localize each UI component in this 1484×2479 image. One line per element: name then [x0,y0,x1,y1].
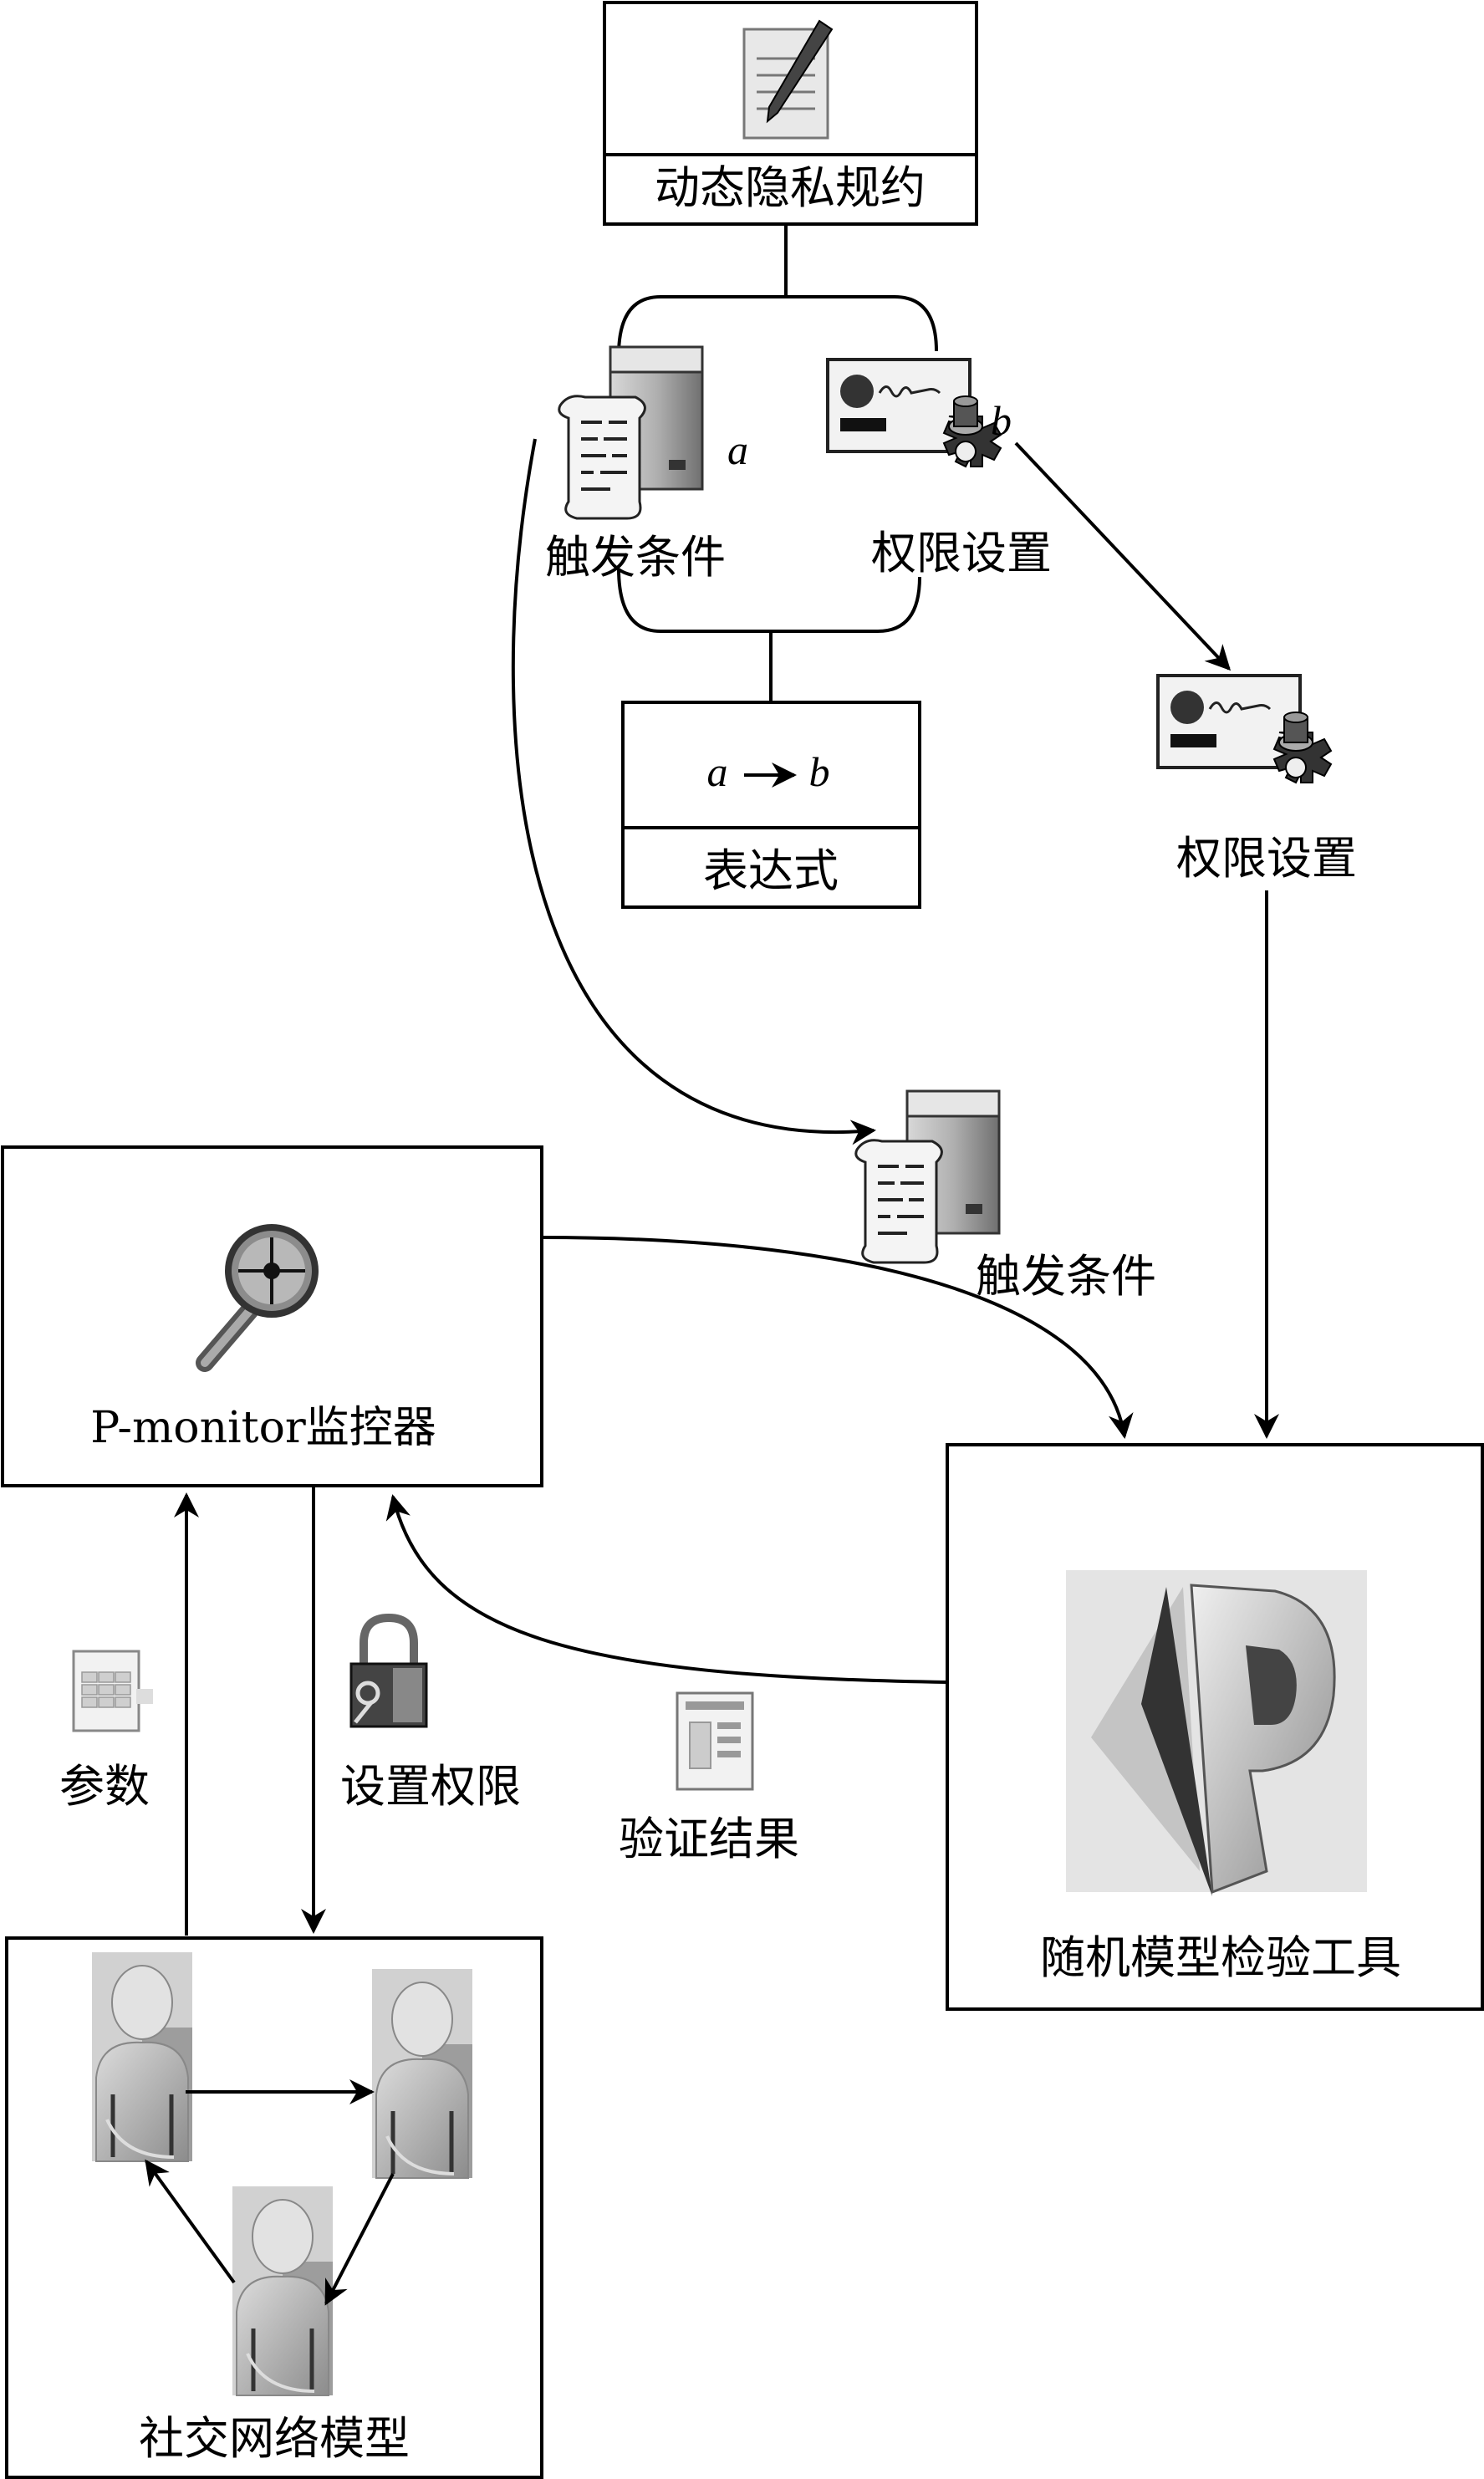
checker-box-label: 随机模型检验工具 [1040,1931,1401,1984]
prism-p-logo-icon [1066,1570,1367,1896]
magnifier-icon [196,1224,319,1372]
trigger-top-label: 触发条件 [545,531,726,584]
monitor-box: P-monitor监控器 [1,1145,543,1487]
server-scroll-icon [854,1089,1001,1264]
spec-bracket [617,224,938,702]
arrow-user2-to-user3 [324,2173,395,2306]
set-permission-label: 设置权限 [340,1760,521,1813]
trigger-top: a 触发条件 [545,345,748,584]
params-label: 参数 [59,1760,150,1813]
set-permission: 设置权限 [340,1613,521,1813]
checker-box: 随机模型检验工具 [946,1443,1484,2011]
expression-b: b [809,748,830,795]
arrow-b-to-permission [1014,441,1232,671]
arrow-monitor-to-checker [541,1236,1134,1439]
permission-top-label: 权限设置 [871,527,1052,579]
lock-key-icon [349,1613,428,1728]
expression-a: a [707,748,728,795]
user-figure-icon [232,2186,333,2395]
permission-top: b 权限设置 [826,358,1052,579]
permission-top-tag: b [991,397,1012,444]
permission-right-label: 权限设置 [1176,832,1357,885]
arrow-user3-to-user1 [145,2159,236,2284]
expression-box-label: 表达式 [703,844,839,897]
permission-right: 权限设置 [1156,674,1357,885]
spreadsheet-icon [72,1650,153,1732]
policy-box: 动态隐私规约 [603,1,978,226]
arrow-checker-to-monitor [385,1494,948,1684]
id-card-gear-icon [826,358,1002,468]
document-pen-icon [742,19,834,140]
params: 参数 [59,1650,153,1813]
policy-box-label: 动态隐私规约 [655,161,926,214]
user-figure-icon [372,1969,472,2178]
trigger-top-tag: a [727,426,748,473]
id-card-gear-icon [1156,674,1333,784]
arrow-trigger-to-trigger [511,438,876,1145]
trigger-mid: 触发条件 [854,1089,1156,1303]
trigger-mid-label: 触发条件 [976,1250,1156,1303]
expression-box: a b 表达式 [621,701,921,909]
server-scroll-icon [557,345,704,520]
social-box: 社交网络模型 [5,1936,543,2479]
verify-result: 验证结果 [619,1691,799,1865]
social-box-label: 社交网络模型 [139,2412,410,2465]
verify-result-label: 验证结果 [619,1813,799,1865]
user-figure-icon [92,1952,192,2161]
report-document-icon [676,1691,754,1791]
monitor-box-label: P-monitor监控器 [90,1403,436,1453]
